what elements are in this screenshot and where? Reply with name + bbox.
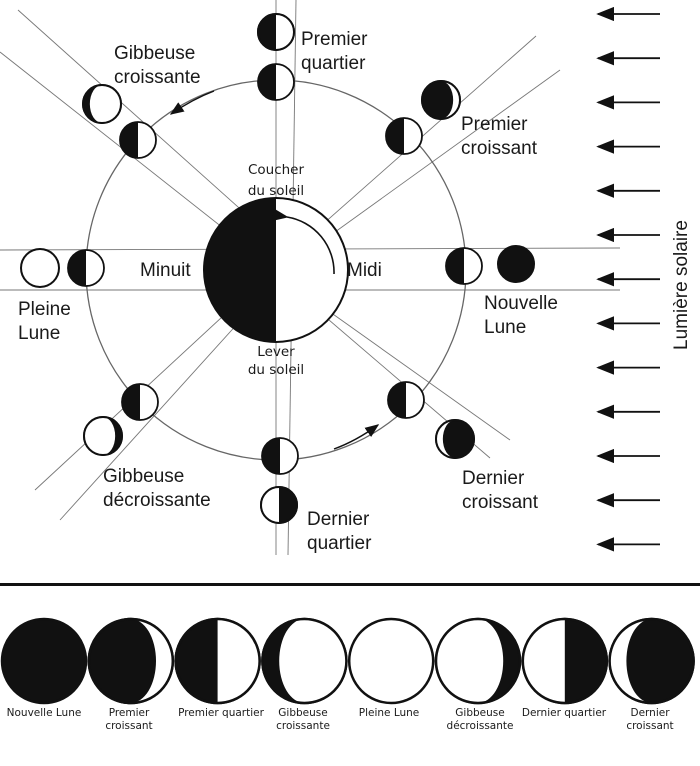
strip-label-premier-quartier: Premier quartier [178, 707, 264, 719]
strip-moon-new [0, 617, 88, 705]
section-divider [0, 583, 700, 586]
phase-strip [0, 617, 695, 705]
apparent-pleine-lune [20, 248, 60, 288]
label-minuit: Minuit [140, 260, 191, 281]
orbit-direction-arrow-top [169, 90, 215, 115]
moon-premier-quartier-orbit [257, 63, 295, 101]
apparent-dernier-croissant [435, 419, 475, 459]
strip-moon-full [347, 617, 435, 705]
sunlight-arrows [596, 6, 660, 552]
orbit-moons [67, 63, 483, 475]
earth-rotation-arrow [271, 208, 335, 275]
strip-moon-waning-crescent [608, 617, 695, 705]
strip-label-nouvelle-lune: Nouvelle Lune [6, 707, 82, 719]
moon-gibbeuse-decroissante-orbit [121, 383, 159, 421]
apparent-moons [20, 13, 535, 524]
label-lumiere-solaire: Lumière solaire [671, 220, 692, 350]
apparent-premier-quartier [257, 13, 295, 51]
strip-label-pleine-lune: Pleine Lune [358, 707, 420, 719]
label-midi: Midi [347, 260, 382, 281]
moon-premier-croissant-orbit [385, 117, 423, 155]
moon-dernier-croissant-orbit [387, 381, 425, 419]
moon-dernier-quartier-orbit [261, 437, 299, 475]
moon-nouvelle-lune-orbit [445, 247, 483, 285]
earth [203, 197, 349, 343]
strip-moon-third-quarter [521, 617, 609, 705]
strip-moon-waning-gibbous [434, 617, 522, 705]
strip-moon-waxing-crescent [87, 617, 175, 705]
apparent-premier-croissant [421, 80, 461, 120]
earth-night-side [204, 198, 276, 342]
moon-gibbeuse-croissante-orbit [119, 121, 157, 159]
apparent-dernier-quartier [260, 486, 298, 524]
apparent-gibbeuse-croissante [82, 84, 122, 124]
strip-label-dernier-quartier: Dernier quartier [521, 707, 607, 719]
moon-pleine-lune-orbit [67, 249, 105, 287]
orbit-direction-arrow-bottom [333, 424, 380, 450]
strip-moon-first-quarter [174, 617, 261, 705]
strip-moon-waxing-gibbous [261, 617, 348, 705]
apparent-gibbeuse-decroissante [83, 416, 123, 456]
apparent-nouvelle-lune [497, 245, 535, 283]
